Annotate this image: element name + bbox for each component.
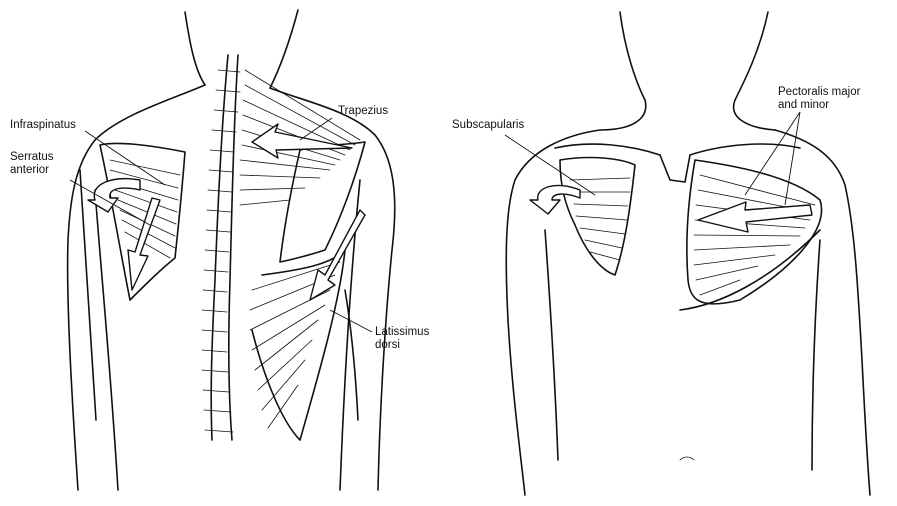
spine-vertebrae	[202, 55, 240, 440]
label-serratus-line2: anterior	[10, 164, 53, 177]
latissimus-outline	[252, 250, 345, 440]
pectoralis-leader-line-1	[745, 112, 800, 195]
label-latissimus-line1: Latissimus	[375, 326, 429, 339]
left-clavicle	[555, 144, 660, 155]
infraspinatus-leader-line	[85, 131, 165, 185]
label-serratus-anterior: Serratus anterior	[10, 151, 53, 177]
label-pectoralis: Pectoralis major and minor	[778, 86, 860, 112]
navel-mark	[680, 457, 694, 460]
right-clavicle	[690, 144, 800, 155]
label-serratus-line1: Serratus	[10, 151, 53, 164]
pectoralis-fibers	[694, 175, 815, 295]
pectoralis-leader-line-2	[785, 112, 800, 205]
label-pectoralis-line2: and minor	[778, 99, 860, 112]
back-left-arm-inner	[95, 190, 118, 490]
trapezius-arrow-icon	[252, 124, 352, 158]
back-neck-outline	[185, 12, 205, 85]
label-subscapularis: Subscapularis	[452, 119, 524, 132]
front-left-arm	[545, 230, 558, 460]
label-latissimus-line2: dorsi	[375, 339, 429, 352]
sternum-outline	[660, 155, 690, 182]
back-view-figure	[68, 10, 395, 490]
back-right-scapula	[280, 142, 365, 262]
front-neck-right	[734, 12, 775, 130]
back-neck-outline-right	[270, 10, 298, 88]
label-infraspinatus: Infraspinatus	[10, 119, 76, 132]
subscapularis-arrow-icon	[530, 185, 580, 214]
front-left-scapula	[560, 158, 635, 275]
infraspinatus-fibers	[110, 160, 180, 258]
back-left-arm-line	[80, 170, 96, 420]
front-left-shoulder	[506, 130, 600, 495]
front-neck-left	[600, 12, 646, 130]
front-right-shoulder	[775, 130, 870, 495]
pectoralis-lower-edge	[680, 230, 820, 310]
front-right-arm	[812, 240, 820, 470]
label-latissimus-dorsi: Latissimus dorsi	[375, 326, 429, 352]
label-pectoralis-line1: Pectoralis major	[778, 86, 860, 99]
front-view-figure	[505, 12, 870, 495]
label-trapezius: Trapezius	[338, 105, 388, 118]
